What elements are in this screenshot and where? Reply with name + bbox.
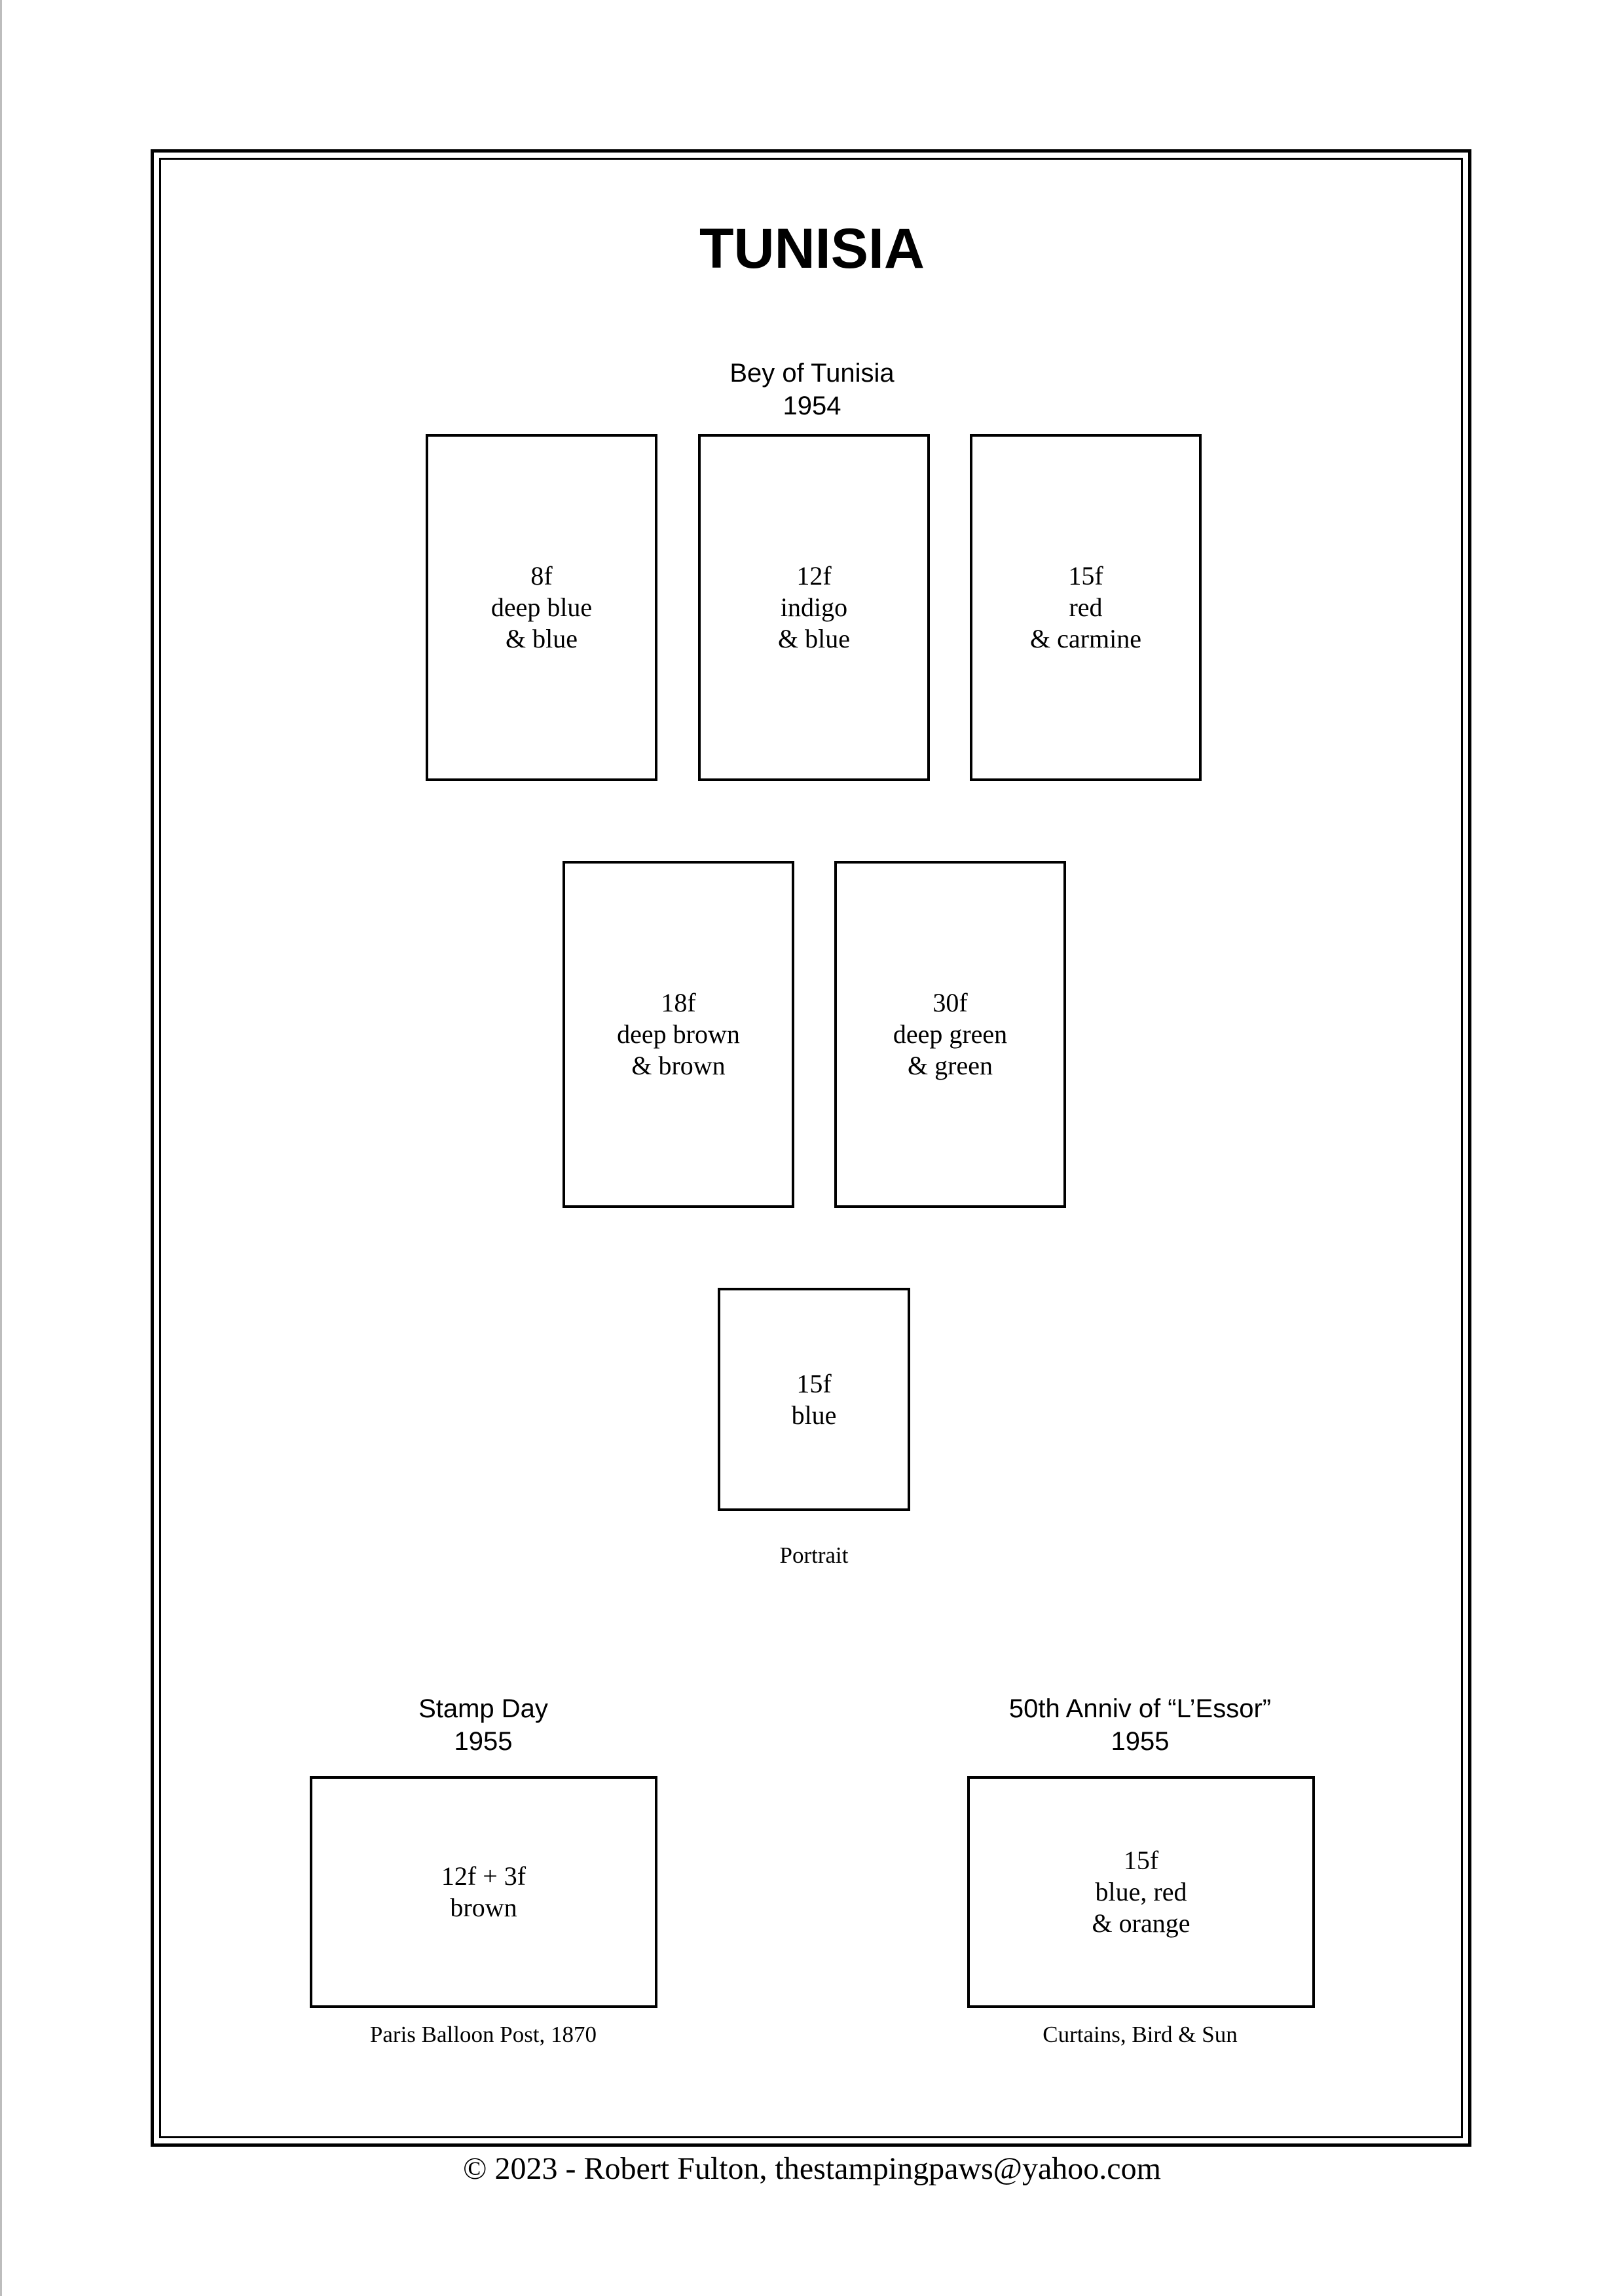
stamp-caption: Paris Balloon Post, 1870 [369, 2022, 597, 2047]
section-heading-stamp-day: Stamp Day 1955 [352, 1692, 614, 1758]
stamp-description: 12f indigo & blue [778, 560, 850, 655]
stamp-value: 12f [796, 561, 832, 591]
stamp-space: 18f deep brown & brown [563, 861, 794, 1208]
section-heading-title: Stamp Day [418, 1694, 548, 1723]
stamp-color: deep green [893, 1019, 1008, 1049]
stamp-color: brown [450, 1893, 517, 1922]
stamp-description: 8f deep blue & blue [491, 560, 592, 655]
stamp-color: indigo [780, 592, 848, 622]
stamp-color: deep brown [617, 1019, 740, 1049]
stamp-space: 15f blue [718, 1288, 910, 1511]
page-frame-outer [151, 149, 1471, 2147]
stamp-value: 8f [530, 561, 553, 591]
stamp-description: 30f deep green & green [893, 987, 1007, 1082]
stamp-space: 8f deep blue & blue [426, 434, 657, 781]
stamp-space: 15f blue, red & orange [967, 1776, 1315, 2008]
section-heading-year: 1955 [1111, 1727, 1170, 1756]
stamp-value: 15f [796, 1368, 832, 1398]
stamp-description: 15f blue [792, 1368, 837, 1431]
stamp-value: 30f [932, 988, 968, 1017]
stamp-space: 12f + 3f brown [310, 1776, 657, 2008]
stamp-description: 15f blue, red & orange [1092, 1845, 1190, 1939]
page-footer: © 2023 - Robert Fulton, thestampingpaws@… [463, 2151, 1161, 2186]
stamp-color: blue [791, 1400, 837, 1430]
stamp-space: 12f indigo & blue [698, 434, 930, 781]
stamp-value: 15f [1068, 561, 1103, 591]
stamp-value: 12f + 3f [441, 1861, 526, 1891]
stamp-caption: Portrait [779, 1542, 849, 1568]
page-left-edge [0, 0, 2, 2296]
stamp-color: red [1069, 592, 1103, 622]
stamp-color-2: & carmine [1030, 624, 1141, 653]
stamp-space: 30f deep green & green [834, 861, 1066, 1208]
section-heading-lessor: 50th Anniv of “L’Essor” 1955 [944, 1692, 1337, 1758]
stamp-color-2: & blue [778, 624, 850, 653]
stamp-value: 15f [1123, 1846, 1159, 1875]
stamp-value: 18f [661, 988, 696, 1017]
stamp-color-2: & green [908, 1051, 993, 1080]
stamp-description: 18f deep brown & brown [617, 987, 740, 1082]
stamp-caption: Curtains, Bird & Sun [1043, 2022, 1238, 2047]
section-heading-title: Bey of Tunisia [729, 359, 895, 388]
stamp-color: blue, red [1095, 1877, 1187, 1906]
page-frame-inner [159, 158, 1463, 2138]
stamp-color: deep blue [490, 592, 593, 622]
stamp-color-2: & brown [631, 1051, 726, 1080]
stamp-space: 15f red & carmine [970, 434, 1202, 781]
section-heading-year: 1955 [454, 1727, 513, 1756]
stamp-description: 12f + 3f brown [441, 1861, 526, 1923]
page-title: TUNISIA [699, 217, 925, 280]
stamp-description: 15f red & carmine [1030, 560, 1141, 655]
section-heading-title: 50th Anniv of “L’Essor” [1008, 1694, 1272, 1723]
stamp-color-2: & orange [1092, 1908, 1190, 1938]
section-heading-bey: Bey of Tunisia 1954 [681, 357, 943, 422]
stamp-color-2: & blue [506, 624, 578, 653]
section-heading-year: 1954 [783, 392, 841, 420]
